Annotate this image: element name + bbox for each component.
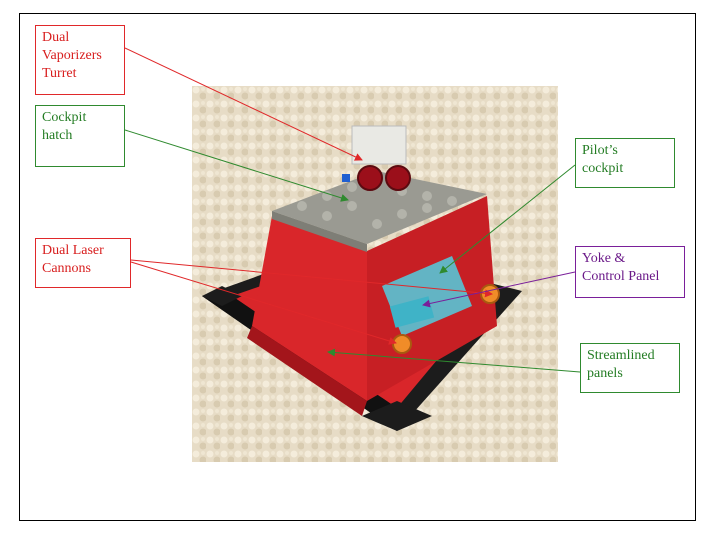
laser-leader-right bbox=[130, 259, 493, 298]
pilot-leader bbox=[439, 164, 576, 274]
yoke-leader bbox=[422, 271, 576, 308]
callout-label: Streamlined panels bbox=[587, 348, 655, 381]
hatch-leader bbox=[124, 129, 349, 202]
vaporizer-right bbox=[385, 165, 411, 191]
hull-left-panel bbox=[252, 216, 367, 401]
slide-frame bbox=[19, 13, 696, 521]
turret-leader bbox=[124, 47, 363, 161]
callout-cockpit-hatch: Cockpit hatch bbox=[35, 105, 125, 167]
panels-leader bbox=[327, 348, 581, 373]
callout-dual-laser-cannons: Dual Laser Cannons bbox=[35, 238, 131, 288]
callout-streamlined-panels: Streamlined panels bbox=[580, 343, 680, 393]
callout-label: Dual Laser Cannons bbox=[42, 243, 104, 276]
callout-dual-vaporizers-turret: Dual Vaporizers Turret bbox=[35, 25, 125, 95]
callout-label: Yoke & Control Panel bbox=[582, 251, 660, 284]
top-plate bbox=[272, 171, 487, 244]
callout-pilots-cockpit: Pilot’s cockpit bbox=[575, 138, 675, 188]
laser-leader-left bbox=[130, 261, 397, 345]
vaporizer-left bbox=[357, 165, 383, 191]
callout-label: Dual Vaporizers Turret bbox=[42, 30, 102, 81]
callout-yoke-control-panel: Yoke & Control Panel bbox=[575, 246, 685, 298]
callout-label: Cockpit hatch bbox=[42, 110, 87, 143]
callout-label: Pilot’s cockpit bbox=[582, 143, 624, 176]
